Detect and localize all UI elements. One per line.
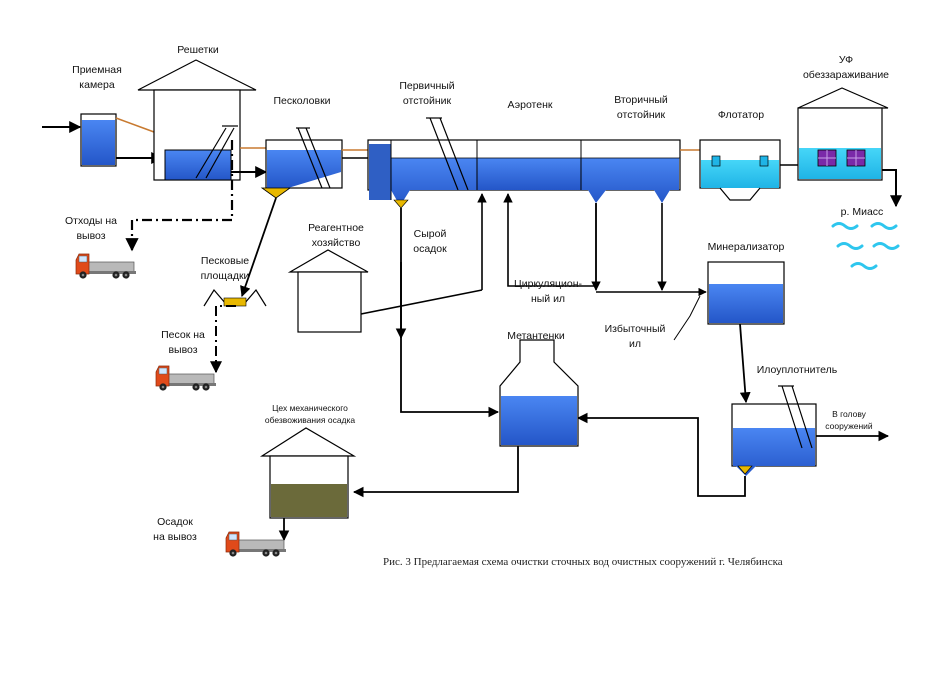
uv-disinfection-building — [797, 87, 889, 181]
label-sand-traps: Песколовки — [273, 95, 331, 107]
excess-sludge-leader — [673, 295, 701, 341]
digested-sludge-line — [352, 446, 519, 498]
waste-truck-icon — [75, 253, 137, 280]
sand-truck-icon — [155, 365, 217, 392]
primary-settler-aerotank-secondary — [367, 117, 681, 209]
discharge-line — [882, 169, 902, 208]
sand-beds — [203, 288, 267, 307]
dewatering-workshop — [259, 427, 357, 519]
label-river: р. Миасс — [840, 206, 884, 218]
label-screens: Решетки — [177, 44, 219, 56]
sludge-thickener — [731, 385, 817, 476]
receiving-chamber — [80, 113, 117, 167]
label-mineralizer: Минерализатор — [707, 241, 785, 253]
sludge-truck-icon — [225, 531, 287, 558]
mineralizer — [707, 261, 785, 325]
reagent-line-a — [360, 289, 483, 315]
sand-disposal-line — [210, 305, 236, 374]
label-thickener: Илоуплотнитель — [756, 364, 838, 376]
return-sludge-line — [503, 193, 597, 287]
figure-caption: Рис. 3 Предлагаемая схема очистки сточны… — [383, 556, 783, 568]
waste-disposal-line — [125, 140, 234, 252]
river-waves — [831, 222, 900, 270]
screens-building — [137, 59, 257, 181]
label-digester: Метантенки — [507, 330, 565, 342]
sand-to-beds-line — [240, 197, 277, 298]
thickened-sludge-line — [576, 412, 746, 497]
overflow-pipe — [115, 117, 155, 133]
mineralizer-to-thickener — [739, 323, 751, 404]
label-flotator: Флотатор — [717, 109, 765, 121]
sand-trap — [260, 127, 343, 199]
flotator — [699, 139, 781, 201]
label-return-sludge: Циркуляцион-ный ил — [513, 278, 583, 305]
reagent-facility — [287, 249, 369, 333]
digester — [499, 339, 579, 447]
label-aerotank: Аэротенк — [507, 99, 553, 111]
